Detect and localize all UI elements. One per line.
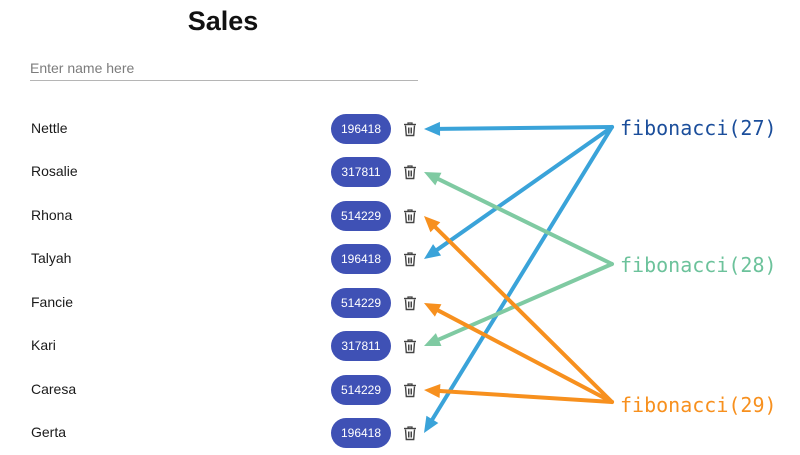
list-item: Caresa 514229 (0, 375, 440, 405)
annotation-arrow-line (437, 125, 614, 131)
page-title: Sales (187, 6, 259, 36)
annotation-arrow-line (436, 177, 614, 266)
trash-icon[interactable] (403, 382, 417, 398)
trash-icon[interactable] (403, 338, 417, 354)
trash-icon[interactable] (403, 121, 417, 137)
row-name: Kari (31, 337, 56, 353)
sales-value-badge: 514229 (331, 375, 391, 405)
annotation-arrow-line (436, 308, 614, 404)
annotation-arrow-head (424, 172, 442, 186)
annotation-label-fib27: fibonacci(27) (620, 116, 777, 140)
list-item: Gerta 196418 (0, 418, 440, 448)
trash-icon[interactable] (403, 425, 417, 441)
annotation-arrow-line (437, 389, 614, 404)
row-name: Nettle (31, 120, 68, 136)
row-name: Gerta (31, 424, 67, 440)
trash-icon[interactable] (403, 295, 417, 311)
row-name: Caresa (31, 381, 77, 397)
annotation-label-fib29: fibonacci(29) (620, 393, 777, 417)
sales-value-badge: 196418 (331, 244, 391, 274)
annotation-arrow-line (433, 225, 614, 404)
annotation-arrow-head (424, 244, 442, 259)
annotation-arrow-head (424, 121, 441, 136)
trash-icon[interactable] (403, 164, 417, 180)
annotation-arrow-head (424, 303, 442, 317)
annotation-arrow-head (424, 333, 442, 347)
sales-value-badge: 317811 (331, 157, 391, 187)
list-item: Fancie 514229 (0, 288, 440, 318)
sales-value-badge: 196418 (331, 418, 391, 448)
sales-value-badge: 514229 (331, 201, 391, 231)
annotation-label-fib28: fibonacci(28) (620, 253, 777, 277)
row-name: Fancie (31, 294, 74, 310)
annotation-arrow-line (430, 125, 614, 422)
trash-icon[interactable] (403, 208, 417, 224)
annotation-arrow-head (424, 415, 439, 433)
list-item: Kari 317811 (0, 331, 440, 361)
list-item: Rosalie 317811 (0, 157, 440, 187)
row-name: Rhona (31, 207, 73, 223)
list-item: Nettle 196418 (0, 114, 440, 144)
sales-value-badge: 514229 (331, 288, 391, 318)
annotation-arrow-head (424, 384, 441, 399)
row-name: Rosalie (31, 163, 78, 179)
list-item: Talyah 196418 (0, 244, 440, 274)
list-item: Rhona 514229 (0, 201, 440, 231)
name-input[interactable] (30, 56, 418, 81)
sales-value-badge: 317811 (331, 331, 391, 361)
annotation-arrow-line (436, 262, 614, 342)
sales-value-badge: 196418 (331, 114, 391, 144)
row-name: Talyah (31, 250, 72, 266)
annotation-arrow-head (424, 216, 441, 233)
trash-icon[interactable] (403, 251, 417, 267)
annotation-arrow-line (435, 125, 614, 252)
